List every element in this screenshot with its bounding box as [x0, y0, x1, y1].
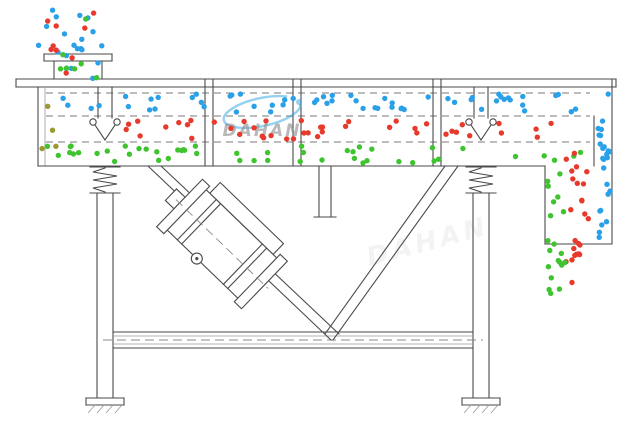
particle-zone-discharge-green: [545, 171, 568, 297]
particle-zone-mid-deck-medium-red: [123, 117, 554, 142]
brand-swoosh-dot: [296, 99, 302, 105]
spring-seat-left: [89, 86, 121, 141]
support-leg-right: [461, 192, 501, 414]
spring-seat-right: [465, 86, 497, 141]
particle-zone-discharge-red: [563, 150, 591, 286]
support-leg-left: [85, 192, 125, 414]
feed-inlet: [43, 53, 113, 80]
particle-zone-feed-stream-blue: [35, 7, 105, 82]
support-spring-right: [465, 166, 497, 194]
particle-zone-feed-stream-green: [57, 16, 100, 81]
particle-zone-left-wall-olive: [39, 103, 59, 152]
particle-zone-feed-stream-red: [45, 10, 97, 76]
screen-decks: [46, 92, 590, 143]
particle-zone-bottom-deck-fine-green: [44, 143, 584, 166]
particle-zone-top-deck-coarse-blue: [60, 91, 579, 115]
base-beam: [103, 331, 483, 349]
particles-layer: [35, 7, 613, 297]
particle-zone-discharge-blue: [595, 91, 613, 240]
top-cover: [15, 78, 617, 88]
vibration-motor: [155, 178, 289, 310]
support-spring-left: [89, 166, 121, 194]
